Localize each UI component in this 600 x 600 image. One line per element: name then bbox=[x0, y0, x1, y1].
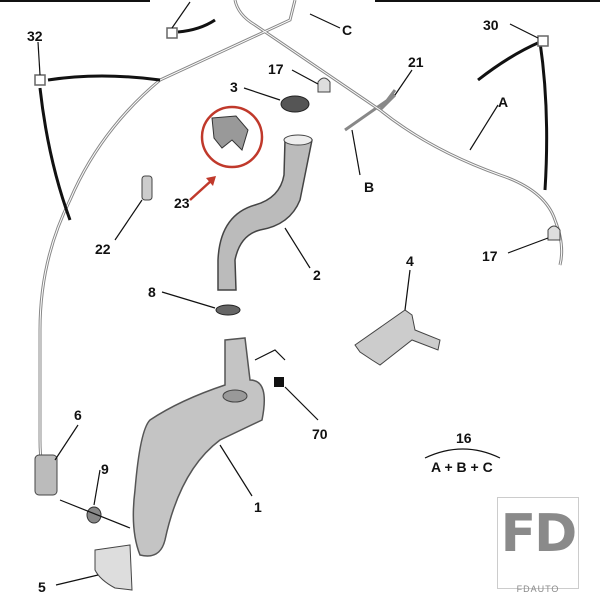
callout-70: 70 bbox=[312, 426, 328, 442]
callout-5: 5 bbox=[38, 579, 46, 595]
callout-21: 21 bbox=[408, 54, 424, 70]
part-3-grommet bbox=[280, 95, 310, 113]
callout-A: A bbox=[498, 94, 509, 110]
callout-2: 2 bbox=[313, 267, 321, 283]
top-frame-right bbox=[375, 0, 600, 2]
callout-3: 3 bbox=[230, 79, 238, 95]
hose-section-marks bbox=[38, 18, 549, 221]
callout-9: 9 bbox=[101, 461, 109, 477]
callout-22: 22 bbox=[95, 241, 111, 257]
callout-17-right: 17 bbox=[482, 248, 498, 264]
part-6-pump bbox=[34, 454, 58, 496]
callout-30: 30 bbox=[483, 17, 499, 33]
fdauto-logo: FD FDAUTO bbox=[497, 497, 579, 594]
part-8-seal bbox=[215, 304, 241, 316]
callout-1: 1 bbox=[254, 499, 262, 515]
highlight-circle bbox=[200, 105, 264, 169]
part-5-bracket bbox=[94, 544, 133, 591]
logo-mark: FD bbox=[500, 504, 578, 564]
callout-6: 6 bbox=[74, 407, 82, 423]
callout-C: C bbox=[342, 22, 353, 38]
part-70-marker bbox=[274, 377, 284, 387]
part-17-cap-right bbox=[547, 225, 561, 241]
part-4-bracket bbox=[354, 309, 441, 366]
part-1-reservoir bbox=[132, 337, 265, 557]
hose-inner bbox=[39, 0, 563, 481]
callout-16: 16 bbox=[456, 430, 472, 446]
callout-B: B bbox=[364, 179, 375, 195]
reservoir-neck bbox=[222, 389, 248, 403]
callout-23: 23 bbox=[174, 195, 190, 211]
highlight-arrowhead bbox=[206, 176, 216, 186]
part-9-grommet bbox=[86, 506, 102, 524]
callout-4: 4 bbox=[406, 253, 414, 269]
part-17-cap-top bbox=[317, 77, 331, 93]
callout-8: 8 bbox=[148, 284, 156, 300]
part-2-filler-neck bbox=[217, 135, 313, 291]
callout-17-top: 17 bbox=[268, 61, 284, 77]
logo-name: FDAUTO bbox=[516, 584, 560, 594]
callout-32: 32 bbox=[27, 28, 43, 44]
part-22-valve bbox=[141, 175, 153, 201]
top-frame-left bbox=[0, 0, 150, 2]
part-23-bracket bbox=[211, 115, 249, 151]
highlight-arrow bbox=[189, 179, 213, 201]
callout-16-sum: A + B + C bbox=[431, 459, 493, 475]
washer-hoses bbox=[38, 0, 564, 481]
leader-lines bbox=[37, 1, 549, 586]
filler-neck-top bbox=[283, 134, 313, 146]
